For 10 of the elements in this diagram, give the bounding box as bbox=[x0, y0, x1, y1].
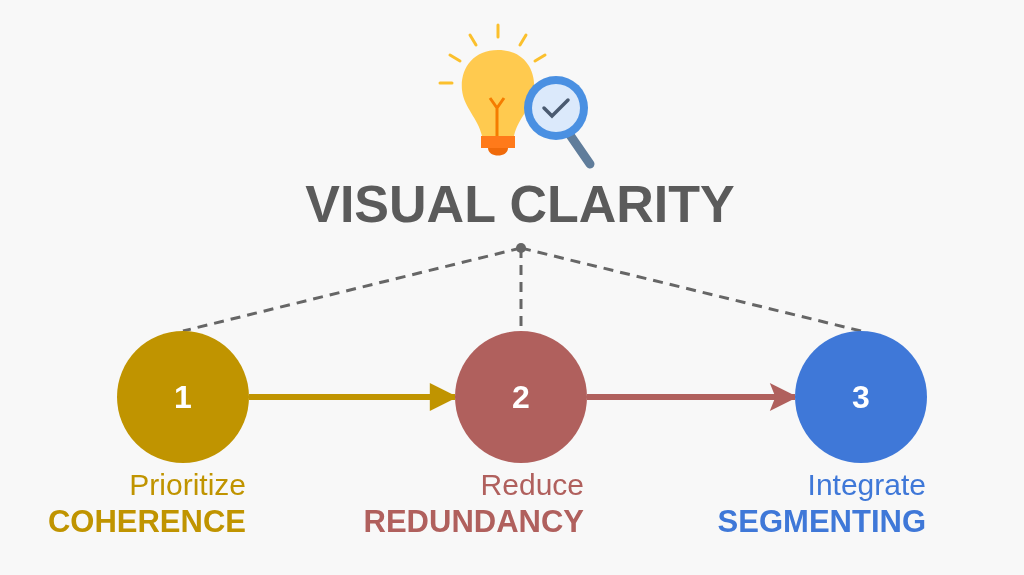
step-label: COHERENCE bbox=[47, 503, 246, 541]
step-verb: Prioritize bbox=[129, 467, 246, 503]
step-number: 1 bbox=[174, 381, 192, 413]
step-verb: Reduce bbox=[480, 467, 584, 503]
step-number: 3 bbox=[852, 381, 870, 413]
step-label: SEGMENTING bbox=[717, 503, 926, 541]
title: VISUAL CLARITY bbox=[304, 174, 736, 235]
step-verb: Integrate bbox=[807, 467, 926, 503]
step-label: REDUNDANCY bbox=[363, 503, 584, 541]
step-number: 2 bbox=[512, 381, 530, 413]
